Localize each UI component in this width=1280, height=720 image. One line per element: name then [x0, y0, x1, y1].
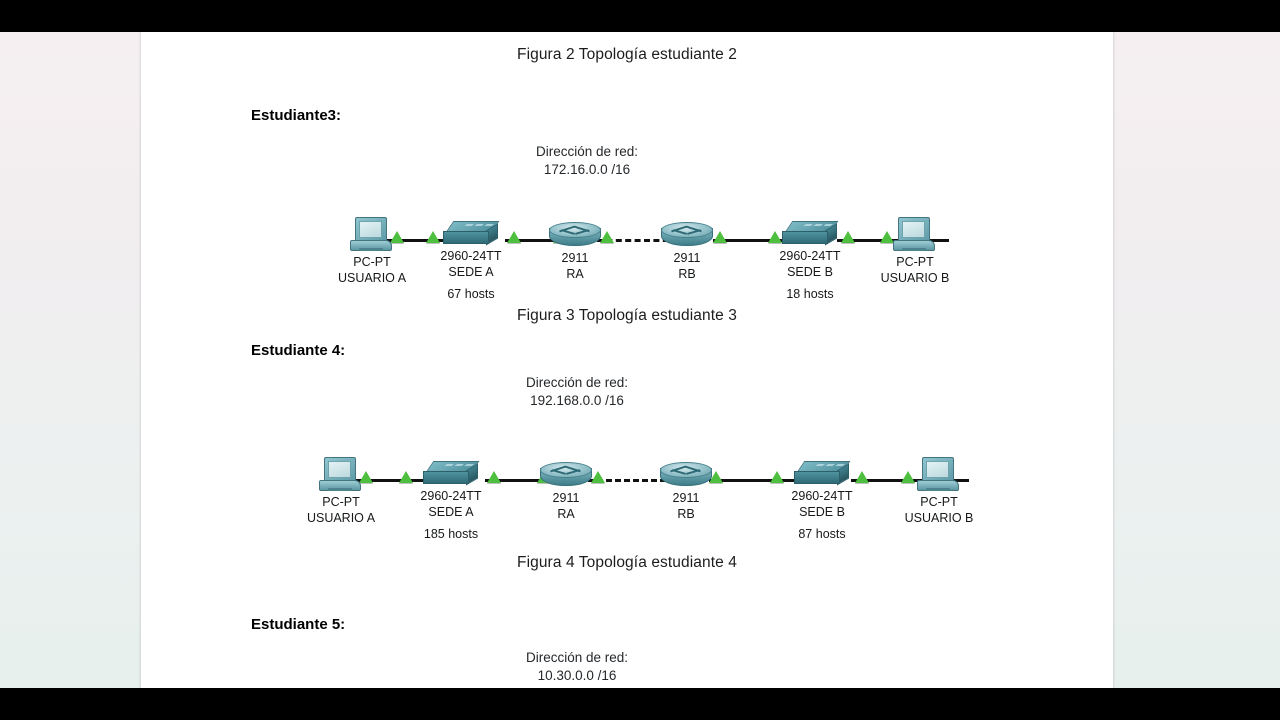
link-marker-icon — [901, 471, 915, 483]
letterbox-top — [0, 0, 1280, 32]
link-marker-icon — [880, 231, 894, 243]
link-router-b-switch-b — [709, 479, 821, 482]
device-label-line2: RA — [557, 507, 575, 521]
network-address-block-5: Dirección de red: 10.30.0.0 /16 — [482, 649, 672, 685]
network-address-title-4: Dirección de red: — [525, 375, 629, 390]
pc-icon — [892, 217, 938, 253]
link-marker-icon — [591, 471, 605, 483]
device-label-line1: PC-PT — [322, 495, 360, 509]
hosts-count-label: 87 hosts — [798, 527, 846, 541]
device-node-switch-a[interactable]: 2960-24TT SEDE A 67 hosts — [416, 221, 526, 301]
router-icon — [660, 461, 712, 489]
link-switch-a-router-a — [505, 239, 579, 242]
topology-diagram-3: PC-PT USUARIO A 2960-24TT SEDE A 67 host… — [141, 207, 1113, 302]
device-label-line1: 2911 — [552, 491, 580, 505]
student-label-5: Estudiante 5: — [251, 616, 346, 633]
link-router-b-switch-b — [713, 239, 813, 242]
pc-icon — [349, 217, 395, 253]
device-label-line2: RB — [677, 507, 695, 521]
device-node-router-a[interactable]: 2911 RA — [511, 461, 621, 521]
device-node-router-b[interactable]: 2911 RB — [632, 221, 742, 281]
link-pc-a-switch-a — [372, 239, 479, 242]
link-switch-a-router-a — [485, 479, 569, 482]
device-node-switch-a[interactable]: 2960-24TT SEDE A 185 hosts — [396, 461, 506, 541]
device-label-line1: 2911 — [672, 491, 700, 505]
link-marker-icon — [487, 471, 501, 483]
student-label-4: Estudiante 4: — [251, 342, 346, 359]
hosts-count-label: 67 hosts — [447, 287, 495, 301]
device-node-pc-a[interactable]: PC-PT USUARIO A — [317, 217, 427, 285]
device-label-line1: 2911 — [673, 251, 701, 265]
link-marker-icon — [390, 231, 404, 243]
network-address-block-4: Dirección de red: 192.168.0.0 /16 — [482, 374, 672, 410]
device-label-line2: SEDE A — [428, 505, 474, 519]
topology-diagram-4: PC-PT USUARIO A 2960-24TT SEDE A 185 hos… — [141, 447, 1113, 542]
network-address-title-5: Dirección de red: — [525, 650, 629, 665]
device-node-router-b[interactable]: 2911 RB — [631, 461, 741, 521]
network-address-title-3: Dirección de red: — [535, 144, 639, 159]
device-node-switch-b[interactable]: 2960-24TT SEDE B 87 hosts — [767, 461, 877, 541]
network-address-block-3: Dirección de red: 172.16.0.0 /16 — [492, 143, 682, 179]
network-address-value-5: 10.30.0.0 /16 — [537, 668, 617, 683]
switch-icon — [423, 461, 480, 487]
device-label-line1: PC-PT — [896, 255, 934, 269]
device-label-line2: USUARIO B — [880, 271, 950, 285]
link-marker-icon — [855, 471, 869, 483]
pc-icon — [916, 457, 962, 493]
hosts-count-label: 185 hosts — [423, 527, 479, 541]
device-label-line2: USUARIO A — [337, 271, 407, 285]
caption-figura-3: Figura 3 Topología estudiante 3 — [517, 307, 737, 324]
link-marker-icon — [359, 471, 373, 483]
device-label-line2: RB — [678, 267, 696, 281]
switch-icon — [794, 461, 851, 487]
link-marker-icon — [713, 231, 727, 243]
device-node-router-a[interactable]: 2911 RA — [520, 221, 630, 281]
link-marker-icon — [841, 231, 855, 243]
device-label-line1: 2960-24TT — [440, 249, 502, 263]
device-label-line1: PC-PT — [353, 255, 391, 269]
network-address-value-3: 172.16.0.0 /16 — [543, 162, 631, 177]
switch-icon — [782, 221, 839, 247]
device-label-line1: 2960-24TT — [779, 249, 841, 263]
letterbox-bottom — [0, 688, 1280, 720]
device-node-pc-b[interactable]: PC-PT USUARIO B — [884, 457, 994, 525]
router-icon — [661, 221, 713, 249]
caption-figura-4: Figura 4 Topología estudiante 4 — [517, 554, 737, 571]
document-page: Figura 2 Topología estudiante 2 Estudian… — [141, 32, 1113, 688]
device-label-line2: USUARIO A — [306, 511, 376, 525]
link-marker-icon — [770, 471, 784, 483]
pc-icon — [318, 457, 364, 493]
link-marker-icon — [507, 231, 521, 243]
link-marker-icon — [768, 231, 782, 243]
router-icon — [540, 461, 592, 489]
link-marker-icon — [399, 471, 413, 483]
switch-icon — [443, 221, 500, 247]
router-icon — [549, 221, 601, 249]
device-label-line1: 2960-24TT — [791, 489, 853, 503]
device-label-line2: RA — [566, 267, 584, 281]
network-address-value-4: 192.168.0.0 /16 — [530, 393, 624, 408]
link-marker-icon — [709, 471, 723, 483]
hosts-count-label: 18 hosts — [786, 287, 834, 301]
device-node-pc-a[interactable]: PC-PT USUARIO A — [286, 457, 396, 525]
student-label-3: Estudiante3: — [251, 107, 342, 124]
device-label-line2: SEDE B — [799, 505, 845, 519]
link-marker-icon — [600, 231, 614, 243]
link-pc-a-switch-a — [341, 479, 451, 482]
device-label-line1: 2911 — [561, 251, 589, 265]
device-label-line1: 2960-24TT — [420, 489, 482, 503]
device-label-line2: SEDE A — [448, 265, 494, 279]
caption-figura-2: Figura 2 Topología estudiante 2 — [517, 46, 737, 63]
link-marker-icon — [426, 231, 440, 243]
link-router-a-router-b-serial — [588, 479, 693, 482]
device-label-line2: SEDE B — [787, 265, 833, 279]
device-label-line1: PC-PT — [920, 495, 958, 509]
device-label-line2: USUARIO B — [904, 511, 974, 525]
device-node-pc-b[interactable]: PC-PT USUARIO B — [860, 217, 970, 285]
device-node-switch-b[interactable]: 2960-24TT SEDE B 18 hosts — [755, 221, 865, 301]
link-router-a-router-b-serial — [597, 239, 697, 242]
